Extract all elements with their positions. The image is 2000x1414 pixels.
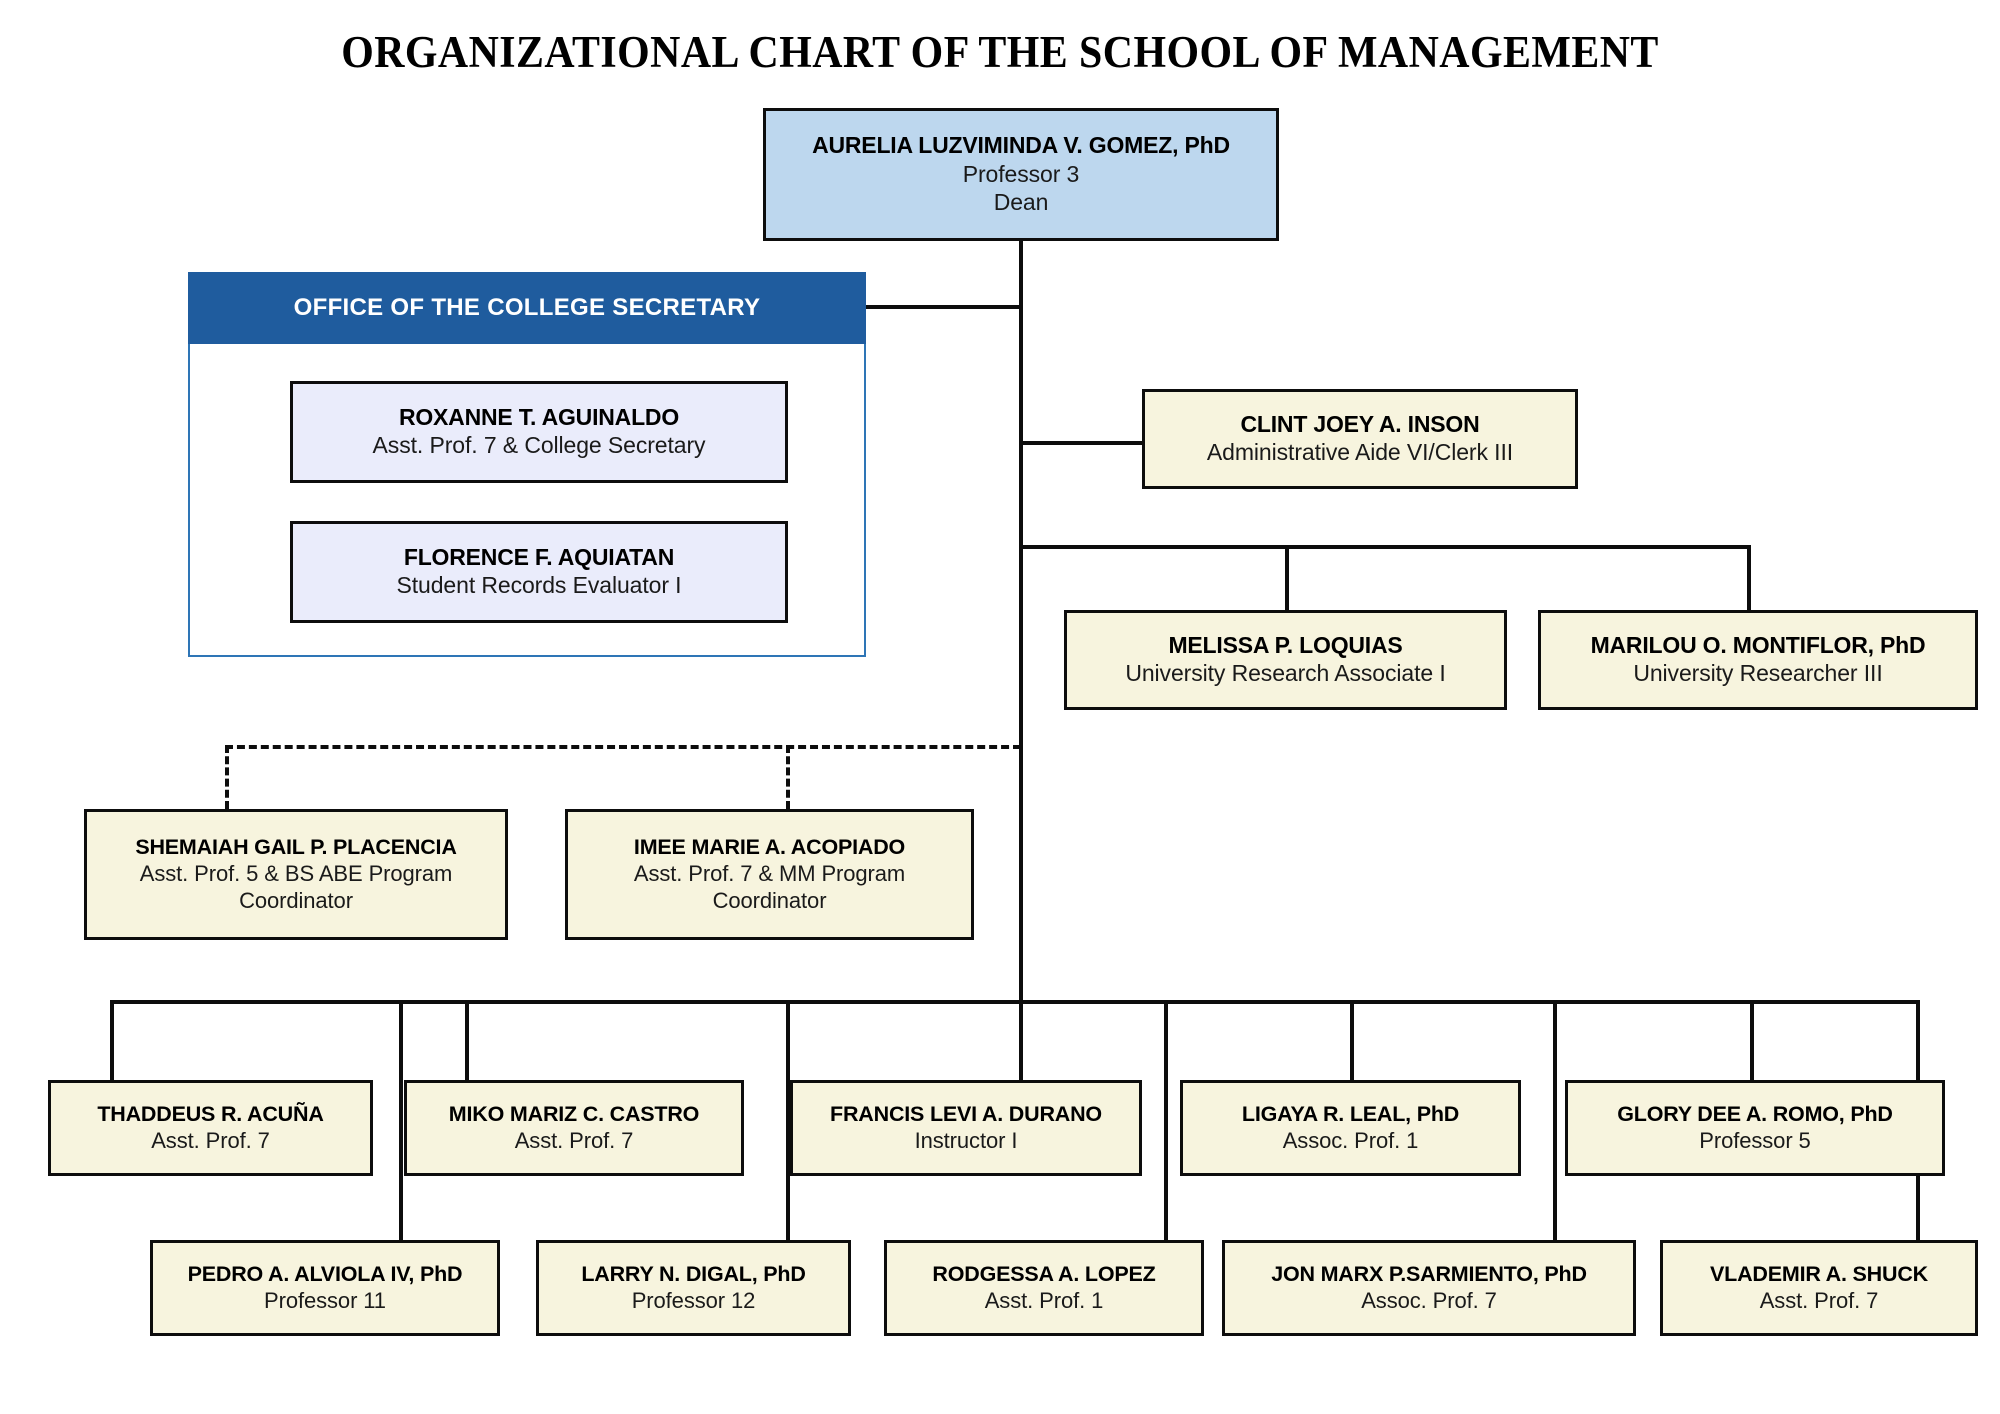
node-student-records-evaluator[interactable]: FLORENCE F. AQUIATAN Student Records Eva…	[290, 521, 788, 623]
connector-faculty-drop-r1-4	[1350, 1000, 1354, 1080]
node-name: PEDRO A. ALVIOLA IV, PhD	[187, 1261, 463, 1286]
node-title-line2: Coordinator	[712, 888, 827, 914]
node-title: Professor 12	[631, 1288, 756, 1314]
connector-researchers-bus	[1019, 545, 1751, 549]
node-name: SHEMAIAH GAIL P. PLACENCIA	[135, 834, 457, 859]
node-faculty-shuck[interactable]: VLADEMIR A. SHUCK Asst. Prof. 7	[1660, 1240, 1978, 1336]
connector-dean-to-college-secretary	[860, 305, 1023, 309]
college-secretary-office-header: OFFICE OF THE COLLEGE SECRETARY	[188, 272, 866, 344]
node-dean[interactable]: AURELIA LUZVIMINDA V. GOMEZ, PhD Profess…	[763, 108, 1279, 241]
node-title: Assoc. Prof. 7	[1361, 1288, 1497, 1314]
node-admin-aide[interactable]: CLINT JOEY A. INSON Administrative Aide …	[1142, 389, 1578, 489]
node-college-secretary[interactable]: ROXANNE T. AGUINALDO Asst. Prof. 7 & Col…	[290, 381, 788, 483]
node-program-coordinator-mm[interactable]: IMEE MARIE A. ACOPIADO Asst. Prof. 7 & M…	[565, 809, 974, 940]
node-name: AURELIA LUZVIMINDA V. GOMEZ, PhD	[812, 132, 1230, 159]
node-name: ROXANNE T. AGUINALDO	[398, 404, 680, 431]
connector-faculty-drop-r1-5	[1750, 1000, 1754, 1080]
node-name: MARILOU O. MONTIFLOR, PhD	[1590, 632, 1926, 659]
connector-faculty-drop-r2-4	[1553, 1000, 1557, 1240]
node-rank: Professor 3	[962, 160, 1080, 187]
node-title: Assoc. Prof. 1	[1282, 1128, 1419, 1154]
node-faculty-alviola[interactable]: PEDRO A. ALVIOLA IV, PhD Professor 11	[150, 1240, 500, 1336]
node-title: Asst. Prof. 7	[1759, 1288, 1879, 1314]
connector-dean-to-admin-aide	[1019, 441, 1142, 445]
node-name: VLADEMIR A. SHUCK	[1710, 1261, 1928, 1286]
connector-faculty-drop-r2-3	[1164, 1000, 1168, 1240]
node-title: Asst. Prof. 7	[514, 1128, 634, 1154]
node-name: JON MARX P.SARMIENTO, PhD	[1271, 1261, 1587, 1286]
node-title-line2: Coordinator	[239, 888, 353, 914]
node-faculty-leal[interactable]: LIGAYA R. LEAL, PhD Assoc. Prof. 1	[1180, 1080, 1521, 1176]
node-name: LIGAYA R. LEAL, PhD	[1241, 1101, 1460, 1126]
node-title: Asst. Prof. 7	[151, 1128, 270, 1154]
node-title-line1: Asst. Prof. 7 & MM Program	[633, 860, 906, 886]
connector-faculty-drop-r2-2	[786, 1000, 790, 1240]
connector-coordinators-dashed-bus	[225, 745, 1021, 749]
connector-faculty-drop-r1-2	[465, 1000, 469, 1080]
node-faculty-sarmiento[interactable]: JON MARX P.SARMIENTO, PhD Assoc. Prof. 7	[1222, 1240, 1636, 1336]
connector-dean-spine	[1019, 241, 1023, 1016]
node-faculty-durano[interactable]: FRANCIS LEVI A. DURANO Instructor I	[790, 1080, 1142, 1176]
node-name: IMEE MARIE A. ACOPIADO	[633, 834, 906, 859]
node-title: Student Records Evaluator I	[396, 572, 682, 599]
node-title: Asst. Prof. 1	[984, 1288, 1104, 1314]
node-faculty-romo[interactable]: GLORY DEE A. ROMO, PhD Professor 5	[1565, 1080, 1945, 1176]
node-university-researcher[interactable]: MARILOU O. MONTIFLOR, PhD University Res…	[1538, 610, 1978, 710]
node-faculty-digal[interactable]: LARRY N. DIGAL, PhD Professor 12	[536, 1240, 851, 1336]
node-title: Professor 11	[264, 1288, 386, 1314]
node-faculty-lopez[interactable]: RODGESSA A. LOPEZ Asst. Prof. 1	[884, 1240, 1204, 1336]
node-title: Administrative Aide VI/Clerk III	[1206, 439, 1514, 466]
node-name: LARRY N. DIGAL, PhD	[581, 1261, 806, 1286]
connector-faculty-bus	[110, 1000, 1920, 1004]
connector-faculty-drop-r1-1	[110, 1000, 114, 1080]
node-name: GLORY DEE A. ROMO, PhD	[1617, 1101, 1893, 1126]
node-name: MELISSA P. LOQUIAS	[1168, 632, 1403, 659]
node-position: Dean	[993, 189, 1049, 216]
node-faculty-castro[interactable]: MIKO MARIZ C. CASTRO Asst. Prof. 7	[404, 1080, 744, 1176]
page-title: ORGANIZATIONAL CHART OF THE SCHOOL OF MA…	[341, 27, 1659, 77]
node-name: RODGESSA A. LOPEZ	[932, 1261, 1156, 1286]
node-faculty-acuna[interactable]: THADDEUS R. ACUÑA Asst. Prof. 7	[48, 1080, 373, 1176]
node-name: THADDEUS R. ACUÑA	[97, 1101, 324, 1126]
node-program-coordinator-abe[interactable]: SHEMAIAH GAIL P. PLACENCIA Asst. Prof. 5…	[84, 809, 508, 940]
connector-coordinator-dashed-drop-2	[786, 745, 790, 809]
node-title: University Research Associate I	[1125, 660, 1446, 687]
node-name: CLINT JOEY A. INSON	[1240, 411, 1480, 438]
node-research-associate[interactable]: MELISSA P. LOQUIAS University Research A…	[1064, 610, 1507, 710]
node-title: Instructor I	[914, 1128, 1018, 1154]
node-name: FRANCIS LEVI A. DURANO	[830, 1101, 1102, 1126]
connector-faculty-drop-r1-3	[1019, 1000, 1023, 1080]
node-name: FLORENCE F. AQUIATAN	[403, 544, 675, 571]
node-title: Asst. Prof. 7 & College Secretary	[372, 432, 706, 459]
node-title-line1: Asst. Prof. 5 & BS ABE Program	[139, 860, 453, 886]
node-title: Professor 5	[1699, 1128, 1811, 1154]
node-name: MIKO MARIZ C. CASTRO	[448, 1101, 700, 1126]
connector-coordinator-dashed-drop-1	[225, 745, 229, 809]
connector-faculty-drop-r2-1	[399, 1000, 403, 1240]
college-secretary-office-header-label: OFFICE OF THE COLLEGE SECRETARY	[293, 294, 761, 321]
node-title: University Researcher III	[1633, 660, 1883, 687]
connector-researcher-drop-2	[1747, 545, 1751, 610]
connector-researcher-drop-1	[1285, 545, 1289, 610]
